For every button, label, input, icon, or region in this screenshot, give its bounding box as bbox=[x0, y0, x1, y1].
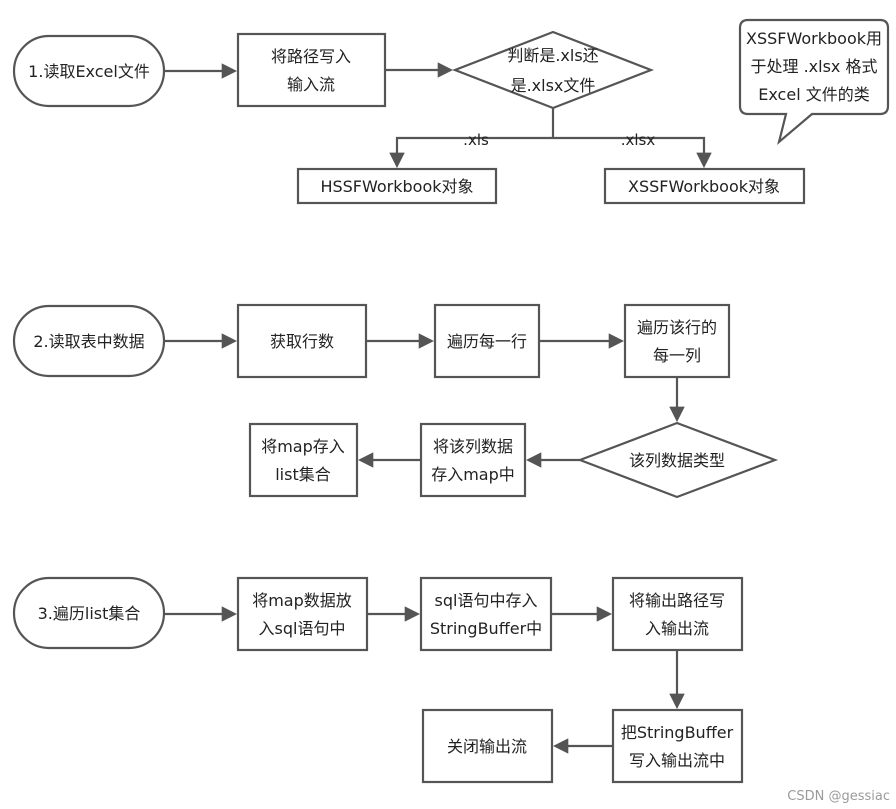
s3-store-buffer-line1: sql语句中存入 bbox=[435, 591, 538, 610]
s2-each-col-line1: 遍历该行的 bbox=[637, 318, 717, 337]
s3-write-buffer-box bbox=[611, 708, 744, 784]
s2-each-row-box bbox=[433, 303, 541, 379]
s3-put-sql-box bbox=[236, 576, 369, 652]
s1-xssf-box bbox=[603, 167, 806, 205]
s1-callout-line1: XSSFWorkbook用 bbox=[746, 29, 882, 48]
s1-branch-xls-label: .xls bbox=[463, 131, 489, 149]
s3-start-label: 3.遍历list集合 bbox=[38, 604, 141, 623]
s1-xssf-label: XSSFWorkbook对象 bbox=[628, 177, 780, 196]
s1-write-path-box bbox=[236, 32, 387, 108]
s1-branch-xlsx-label: .xlsx bbox=[621, 131, 656, 149]
s2-start-label: 2.读取表中数据 bbox=[33, 332, 144, 351]
s3-put-sql-line1: 将map数据放 bbox=[252, 591, 352, 610]
s1-callout-line3: Excel 文件的类 bbox=[758, 85, 869, 104]
s3-store-buffer-line2: StringBuffer中 bbox=[430, 619, 542, 638]
s3-close-stream-box bbox=[421, 708, 554, 784]
s1-hssf-label: HSSFWorkbook对象 bbox=[320, 177, 473, 196]
s2-each-col-line2: 每一列 bbox=[653, 346, 701, 365]
s2-store-list-box bbox=[248, 422, 359, 498]
s3-close-stream-label: 关闭输出流 bbox=[447, 737, 527, 756]
edge-s1-to-xssf bbox=[553, 136, 712, 169]
s2-get-rows-label: 获取行数 bbox=[270, 332, 334, 351]
s1-write-path-line2: 输入流 bbox=[287, 75, 335, 94]
s3-put-sql-line2: 入sql语句中 bbox=[259, 619, 346, 638]
s1-decision-line2: 是.xlsx文件 bbox=[511, 76, 596, 95]
s1-callout-line2: 于处理 .xlsx 格式 bbox=[751, 57, 878, 76]
s2-store-list-line2: list集合 bbox=[275, 465, 331, 484]
s1-callout-bubble bbox=[738, 18, 890, 146]
s3-store-buffer-box bbox=[419, 576, 553, 652]
s2-store-map-line1: 将该列数据 bbox=[433, 437, 513, 456]
s1-decision-line1: 判断是.xls还 bbox=[507, 46, 598, 65]
s3-write-output-path-line1: 将输出路径写 bbox=[629, 591, 725, 610]
s2-get-rows-box bbox=[236, 303, 368, 379]
s3-write-buffer-line1: 把StringBuffer bbox=[621, 723, 734, 742]
s2-store-map-box bbox=[419, 422, 527, 498]
s2-store-list-line1: 将map存入 bbox=[261, 437, 345, 456]
s1-start-label: 1.读取Excel文件 bbox=[28, 62, 150, 81]
s1-write-path-line1: 将路径写入 bbox=[271, 47, 351, 66]
s1-hssf-box bbox=[296, 167, 498, 205]
watermark: CSDN @gessiac bbox=[787, 789, 890, 804]
s3-write-output-path-line2: 入输出流 bbox=[645, 619, 709, 638]
s3-write-buffer-line2: 写入输出流中 bbox=[629, 751, 725, 770]
s3-write-output-path-box bbox=[611, 576, 744, 652]
s1-decision-diamond bbox=[451, 30, 655, 110]
s2-each-row-label: 遍历每一行 bbox=[447, 332, 527, 351]
s2-store-map-line2: 存入map中 bbox=[431, 465, 515, 484]
s2-data-type-diamond bbox=[576, 421, 779, 499]
s2-data-type-label: 该列数据类型 bbox=[629, 451, 725, 470]
s2-each-col-box bbox=[623, 303, 731, 379]
edge-s1-to-hssf bbox=[389, 136, 553, 169]
